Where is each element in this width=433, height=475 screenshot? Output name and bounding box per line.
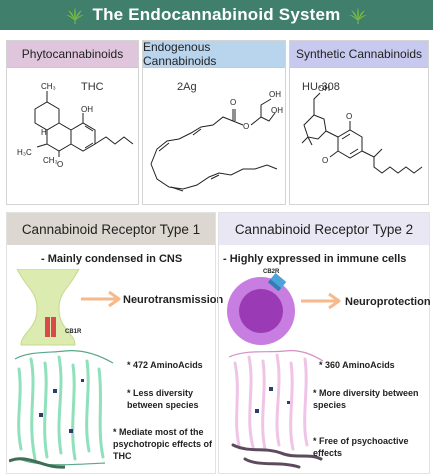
cb1-protein-structure [9,350,114,469]
synthetic-cannabinoid-label: Synthetic Cannabinoids [295,47,423,61]
2ag-oh1-label: OH [269,90,281,99]
cb2-protein-structure [228,350,324,469]
cb1-header: Cannabinoid Receptor Type 1 [7,213,215,245]
thc-structure: CH₃ OH H H₃C CH₃ O [17,82,134,169]
neuron-terminal-icon [16,269,80,346]
page-title: The Endocannabinoid System [92,5,341,24]
synthetic-cannabinoid-tag: Synthetic Cannabinoids [290,41,428,68]
cb2-note-2: * More diversity between species [313,388,419,410]
thc-oh-label: OH [81,105,93,114]
arrow-icon [301,292,341,310]
cb1-title: Cannabinoid Receptor Type 1 [21,221,201,237]
arrow-icon [81,290,121,308]
phytocannabinoid-label: Phytocannabinoids [21,47,124,61]
2ag-structure: O O OH OH [150,90,283,192]
immune-cell-icon [227,273,295,345]
thc-ch3-label: CH₃ [41,82,56,91]
cb1-note-1: * 472 AminoAcids [127,360,203,370]
hu308-o1-label: O [346,112,352,121]
2ag-oh2-label: OH [271,106,283,115]
cb1-subtitle: - Mainly condensed in CNS [41,253,183,265]
cb2-subtitle: - Highly expressed in immune cells [223,253,407,265]
endocannabinoid-panel: Endogenous Cannabinoids 2Ag O O OH OH [142,40,286,205]
cb1r-label: CB1R [65,329,82,335]
cb2-panel: Cannabinoid Receptor Type 2 - Highly exp… [218,212,431,474]
thc-ch3b-label: CH₃ [43,156,58,165]
cb1-note-2: * Less diversity between species [127,388,199,410]
2ag-o2-label: O [243,122,249,131]
endocannabinoid-label: Endogenous Cannabinoids [143,40,217,68]
hu308-structure: OH O O [301,84,423,174]
cb1-panel: Cannabinoid Receptor Type 1 - Mainly con… [6,212,223,474]
cb2r-label: CB2R [263,269,280,275]
synthetic-cannabinoid-panel: Synthetic Cannabinoids HU-308 OH O O [289,40,429,205]
hu308-name: HU-308 [302,81,340,93]
thc-h-label: H [41,128,47,137]
endocannabinoid-tag: Endogenous Cannabinoids [143,40,285,68]
hu308-o2-label: O [322,156,328,165]
phytocannabinoid-tag: Phytocannabinoids [7,41,138,68]
cb2-title: Cannabinoid Receptor Type 2 [234,221,414,237]
cb2-effect: Neuroprotection [345,296,431,308]
phytocannabinoid-panel: Phytocannabinoids THC CH₃ OH H H₃C CH₃ O [6,40,139,205]
cb1-note-3: * Mediate most of the psychotropic effec… [113,427,213,461]
cb2-header: Cannabinoid Receptor Type 2 [219,213,429,245]
cb1-effect: Neurotransmission [123,294,224,306]
cb2-note-1: * 360 AminoAcids [319,360,395,370]
cannabis-leaf-icon [349,7,368,24]
thc-o-label: O [57,160,63,169]
cannabis-leaf-icon [65,7,84,24]
cb2-note-3: * Free of psychoactive effects [313,436,409,458]
thc-h3c-label: H₃C [17,148,32,157]
2ag-name: 2Ag [177,81,197,93]
thc-name: THC [81,81,104,93]
2ag-o1-label: O [230,98,236,107]
hu308-oh-label: OH [318,84,330,93]
title-banner: The Endocannabinoid System [0,0,433,30]
